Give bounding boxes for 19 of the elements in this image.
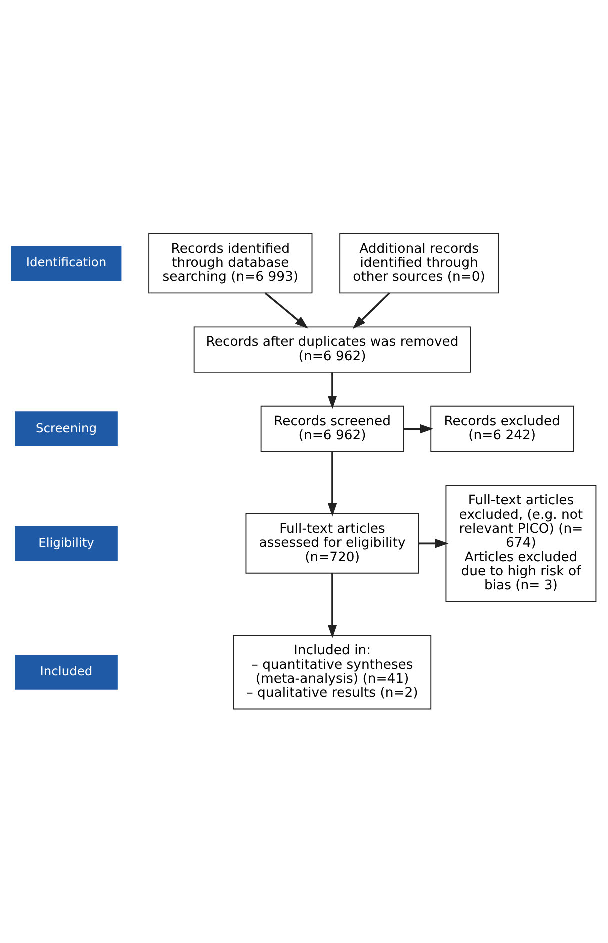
node-box: Full-text articles excluded, (e.g. not relevant PICO) (n= 674) Articles excluded due to high risk of bias (n= 3) [446,485,597,602]
arrow [328,573,338,638]
arrow [328,372,338,410]
node-box: Included [15,654,118,690]
node-box: Screening [15,412,118,446]
arrow [328,452,338,517]
arrow [264,292,308,329]
node-box: Eligibility [15,526,118,562]
arrow [404,424,434,434]
node-box: Full-text articles assessed for eligibility (n=720) [246,513,420,574]
node-box: Records screened (n=6 962) [260,406,404,452]
node-box: Records after duplicates was removed (n=6 962) [194,326,472,373]
node-box: Records identified through database searching (n=6 993) [148,233,313,294]
arrow [352,292,390,330]
node-box: Identification [11,246,122,281]
node-box: Additional records identified through other sources (n=0) [340,233,500,294]
node-box: Records excluded (n=6 242) [430,406,574,452]
arrow [419,539,449,548]
node-box: Included in: – quantitative syntheses (meta-analysis) (n=41) – qualitative results (n=2) [233,635,432,710]
